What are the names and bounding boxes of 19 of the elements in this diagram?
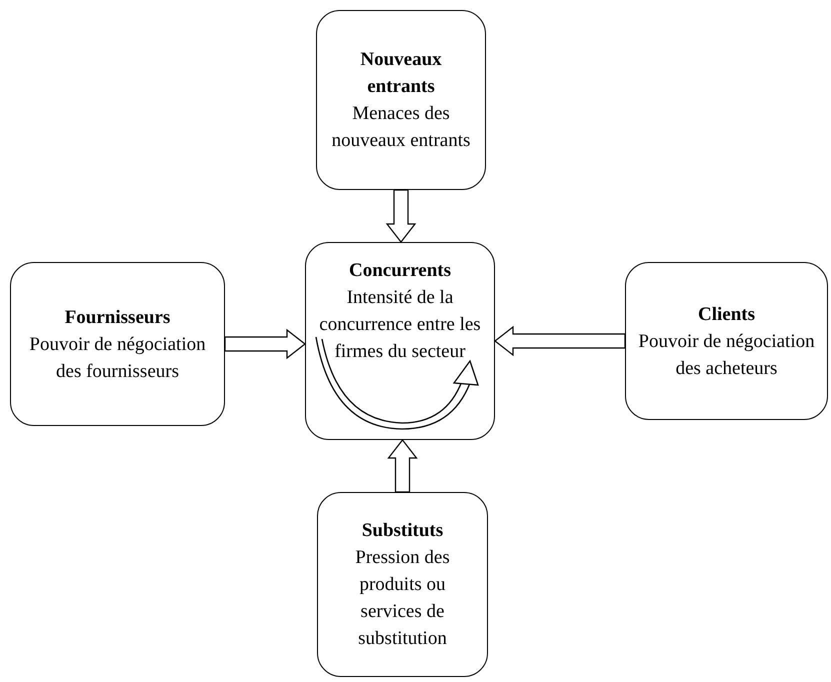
- box-heading: Concurrents: [348, 259, 452, 283]
- rounded-box: [625, 262, 828, 420]
- block-arrow: [224, 328, 306, 360]
- box-heading: Substituts: [362, 519, 444, 543]
- block-arrow: [386, 189, 416, 243]
- box-description: Pouvoir de négociation des fournisseurs: [28, 332, 207, 384]
- box-heading: Fournisseurs: [64, 306, 170, 330]
- box-description: Intensité de la concurrence entre les firmes du secteur: [318, 286, 482, 364]
- block-arrow: [494, 326, 626, 356]
- rounded-box: [317, 492, 488, 677]
- block-arrow: [387, 439, 418, 493]
- box-description: Menaces des nouveaux entrants: [330, 102, 472, 153]
- box-description: Pouvoir de négociation des acheteurs: [638, 330, 815, 380]
- rounded-box: [305, 242, 495, 440]
- rounded-box: [10, 262, 225, 426]
- box-description: Pression des produits ou services de substitution: [354, 546, 451, 651]
- box-heading: Nouveaux entrants: [359, 48, 443, 99]
- box-heading: Clients: [698, 302, 755, 326]
- rounded-box: [316, 10, 486, 190]
